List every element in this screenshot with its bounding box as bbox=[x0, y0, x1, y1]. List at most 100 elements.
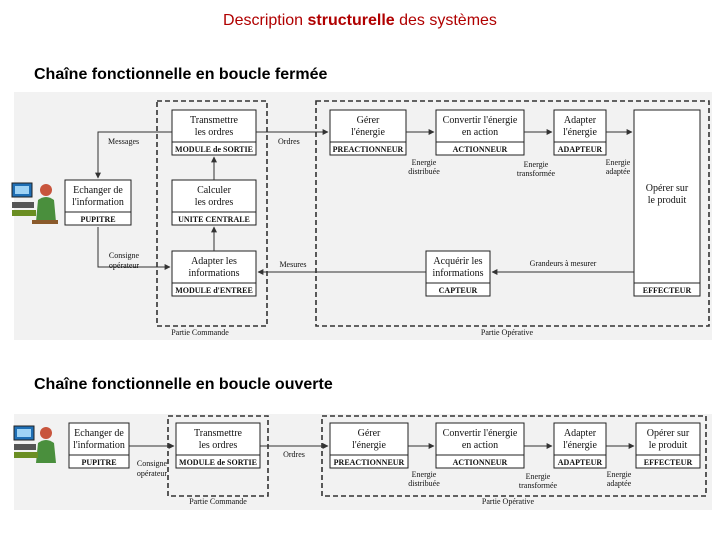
open-partie-commande-label: Partie Commande bbox=[189, 497, 247, 506]
capteur-label: CAPTEUR bbox=[439, 286, 478, 295]
gerer-label-1: Gérer bbox=[357, 115, 380, 126]
open-gerer-label-1: Gérer bbox=[358, 428, 381, 439]
closed-loop-heading: Chaîne fonctionnelle en boucle fermée bbox=[34, 66, 328, 83]
open-convertir-label-2: en action bbox=[462, 440, 498, 451]
open-module-sortie-label: MODULE de SORTIE bbox=[179, 458, 257, 467]
open-convertir-label-1: Convertir l'énergie bbox=[443, 428, 518, 439]
mesures-label: Mesures bbox=[279, 260, 306, 269]
operer-label-2: le produit bbox=[648, 195, 687, 206]
adapter-energie-label-1: Adapter bbox=[564, 115, 597, 126]
partie-operative-label: Partie Opérative bbox=[481, 328, 534, 337]
open-actionneur-label: ACTIONNEUR bbox=[453, 458, 508, 467]
open-energie-distribuee-label-2: distribuée bbox=[408, 479, 440, 488]
operator-computer-icon-open bbox=[13, 425, 56, 463]
open-partie-operative-label: Partie Opérative bbox=[482, 497, 535, 506]
closed-loop-diagram: Echanger de l'information PUPITRE Transm… bbox=[11, 92, 712, 340]
convertir-label-2: en action bbox=[462, 127, 498, 138]
page-title: Description structurelle des systèmes bbox=[0, 12, 720, 30]
open-consigne-label-1: Consigne bbox=[137, 459, 168, 468]
title-post: des systèmes bbox=[394, 12, 497, 29]
open-energie-transformee-label-2: transformée bbox=[519, 481, 558, 490]
transmettre-ordres-block: Transmettre les ordres MODULE de SORTIE bbox=[171, 109, 257, 156]
open-energie-adaptee-label-2: adaptée bbox=[607, 479, 632, 488]
gerer-label-2: l'énergie bbox=[351, 127, 385, 138]
convertir-label-1: Convertir l'énergie bbox=[443, 115, 518, 126]
acquerir-label-2: informations bbox=[432, 268, 483, 279]
module-entree-label: MODULE d'ENTREE bbox=[175, 286, 253, 295]
open-echanger-block: Echanger de l'information PUPITRE bbox=[68, 422, 130, 469]
consigne-label-2: opérateur bbox=[109, 261, 140, 270]
open-convertir-block: Convertir l'énergie en action ACTIONNEUR bbox=[435, 422, 525, 469]
messages-arrow bbox=[95, 131, 172, 179]
energie-transformee-label-2: transformée bbox=[517, 169, 556, 178]
open-adapter-energie-block: Adapter l'énergie ADAPTEUR bbox=[553, 422, 607, 469]
open-echanger-label-1: Echanger de bbox=[74, 428, 124, 439]
ordres-label: Ordres bbox=[278, 137, 300, 146]
open-effecteur-label: EFFECTEUR bbox=[644, 458, 693, 467]
calculer-label-1: Calculer bbox=[197, 185, 232, 196]
grandeurs-label: Grandeurs à mesurer bbox=[530, 259, 597, 268]
energie-adaptee-label-2: adaptée bbox=[606, 167, 631, 176]
open-adapter-energie-label-1: Adapter bbox=[564, 428, 597, 439]
preactionneur-label: PREACTIONNEUR bbox=[333, 145, 404, 154]
open-partie-operative-frame bbox=[321, 415, 707, 497]
open-pupitre-label: PUPITRE bbox=[81, 458, 116, 467]
calculer-label-2: les ordres bbox=[195, 197, 234, 208]
partie-operative-frame bbox=[315, 100, 710, 327]
adapter-informations-block: Adapter les informations MODULE d'ENTREE bbox=[171, 250, 257, 297]
adapter-info-label-1: Adapter les bbox=[191, 256, 237, 267]
open-gerer-label-2: l'énergie bbox=[352, 440, 386, 451]
pupitre-label: PUPITRE bbox=[80, 215, 115, 224]
open-loop-heading: Chaîne fonctionnelle en boucle ouverte bbox=[34, 376, 333, 393]
energie-distribuee-label-1: Energie bbox=[412, 158, 437, 167]
acquerir-informations-block: Acquérir les informations CAPTEUR bbox=[425, 250, 491, 297]
adapteur-label: ADAPTEUR bbox=[558, 145, 603, 154]
open-energie-adaptee-label-1: Energie bbox=[607, 470, 632, 479]
open-loop-diagram: Echanger de l'information PUPITRE Transm… bbox=[13, 414, 712, 510]
open-preactionneur-label: PREACTIONNEUR bbox=[334, 458, 405, 467]
adapter-info-label-2: informations bbox=[188, 268, 239, 279]
open-transmettre-block: Transmettre les ordres MODULE de SORTIE bbox=[175, 422, 261, 469]
echanger-label-2: l'information bbox=[72, 197, 124, 208]
open-energie-transformee-label-1: Energie bbox=[526, 472, 551, 481]
operer-label-1: Opérer sur bbox=[646, 183, 689, 194]
convertir-energie-block: Convertir l'énergie en action ACTIONNEUR bbox=[435, 109, 525, 156]
open-transmettre-label-1: Transmettre bbox=[194, 428, 243, 439]
closed-connectors bbox=[95, 129, 634, 275]
open-adapteur-label: ADAPTEUR bbox=[558, 458, 603, 467]
energie-transformee-label-1: Energie bbox=[524, 160, 549, 169]
consigne-arrow bbox=[97, 227, 171, 270]
title-bold: structurelle bbox=[307, 12, 395, 29]
partie-commande-label: Partie Commande bbox=[171, 328, 229, 337]
calculer-ordres-block: Calculer les ordres UNITE CENTRALE bbox=[171, 179, 257, 226]
open-operer-label-2: le produit bbox=[649, 440, 688, 451]
unite-centrale-label: UNITE CENTRALE bbox=[178, 215, 250, 224]
open-operer-block: Opérer sur le produit EFFECTEUR bbox=[635, 422, 701, 469]
adapter-energie-block: Adapter l'énergie ADAPTEUR bbox=[553, 109, 607, 156]
energie-adaptee-label-1: Energie bbox=[606, 158, 631, 167]
gerer-energie-block: Gérer l'énergie PREACTIONNEUR bbox=[329, 109, 407, 156]
operer-produit-block: Opérer sur le produit EFFECTEUR bbox=[633, 109, 701, 297]
actionneur-label: ACTIONNEUR bbox=[453, 145, 508, 154]
module-sortie-label: MODULE de SORTIE bbox=[175, 145, 253, 154]
echanger-information-block: Echanger de l'information PUPITRE bbox=[64, 179, 132, 226]
effecteur-label: EFFECTEUR bbox=[643, 286, 692, 295]
open-adapter-energie-label-2: l'énergie bbox=[563, 440, 597, 451]
acquerir-label-1: Acquérir les bbox=[433, 256, 482, 267]
title-pre: Description bbox=[223, 12, 308, 29]
echanger-label-1: Echanger de bbox=[73, 185, 123, 196]
open-transmettre-label-2: les ordres bbox=[199, 440, 238, 451]
messages-label: Messages bbox=[108, 137, 139, 146]
open-operer-label-1: Opérer sur bbox=[647, 428, 690, 439]
open-energie-distribuee-label-1: Energie bbox=[412, 470, 437, 479]
open-partie-commande-frame bbox=[167, 415, 269, 497]
adapter-energie-label-2: l'énergie bbox=[563, 127, 597, 138]
operator-computer-icon bbox=[11, 182, 58, 224]
energie-distribuee-label-2: distribuée bbox=[408, 167, 440, 176]
open-ordres-label: Ordres bbox=[283, 450, 305, 459]
open-echanger-label-2: l'information bbox=[73, 440, 125, 451]
transmettre-label-1: Transmettre bbox=[190, 115, 239, 126]
open-gerer-block: Gérer l'énergie PREACTIONNEUR bbox=[329, 422, 409, 469]
consigne-label-1: Consigne bbox=[109, 251, 140, 260]
